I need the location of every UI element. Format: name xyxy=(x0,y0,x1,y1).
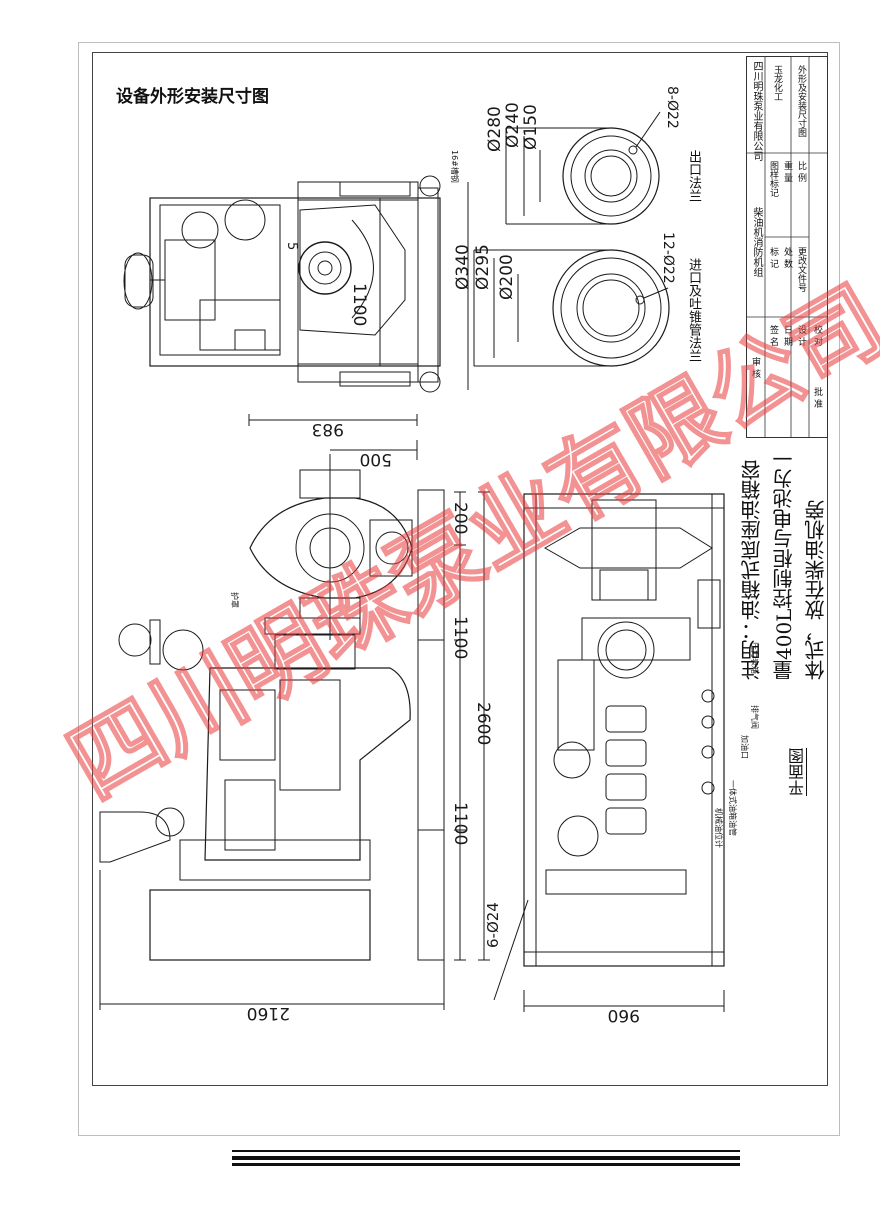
callout-level-gauge: 机械油位计 xyxy=(714,808,724,848)
drawing-title: 设备外形安装尺寸图 xyxy=(116,87,269,107)
plan-view xyxy=(493,493,725,1012)
outlet-d1: Ø280 xyxy=(485,106,505,152)
inlet-bolts: 12-Ø22 xyxy=(660,232,676,284)
drawing-border xyxy=(92,52,828,1086)
outlet-flange-label: 出口法兰 xyxy=(686,150,701,202)
tb-client: 玉龙化工 xyxy=(772,65,782,101)
callout-pressure-box: 压力表箱 xyxy=(750,642,760,674)
inlet-flange xyxy=(473,249,670,367)
front-dim-500: 500 xyxy=(360,449,392,469)
outlet-bolts: 8-Ø22 xyxy=(664,86,680,129)
inlet-d3: Ø200 xyxy=(497,254,517,300)
front-dim-200: 200 xyxy=(450,502,470,534)
top-dim-5: 5 xyxy=(284,242,299,250)
tb-company: 四川明珠泵业有限公司 xyxy=(751,61,762,161)
tb-fields-g: 签 名 xyxy=(768,325,778,346)
tb-fields-a: 图样标记 xyxy=(768,161,778,197)
front-view xyxy=(99,414,490,1010)
tb-fields-j: 校 对 xyxy=(812,325,822,346)
outer-frame xyxy=(78,42,840,1136)
plan-view-label: 平面图 xyxy=(788,748,807,796)
outlet-d3: Ø150 xyxy=(521,104,541,150)
top-dim-1100: 1100 xyxy=(349,283,369,326)
tb-fields-b: 重 量 xyxy=(782,161,792,182)
front-dim-2160: 2160 xyxy=(247,1003,290,1023)
outlet-flange xyxy=(505,111,661,225)
plan-holes: 6-Ø24 xyxy=(484,902,502,948)
outlet-d2: Ø240 xyxy=(503,102,523,148)
callout-tank-pipe: 一体式油箱油管 xyxy=(728,780,738,836)
front-dim-2600: 2600 xyxy=(473,702,493,745)
tb-fields-f: 更改文件号 xyxy=(796,247,806,292)
bottom-rule-1 xyxy=(232,1150,740,1152)
inlet-d2: Ø295 xyxy=(473,244,493,290)
inlet-d1: Ø340 xyxy=(453,244,473,290)
front-dim-1100b: 1100 xyxy=(450,802,470,845)
bottom-rule-2 xyxy=(232,1156,740,1160)
tb-equipment: 柴油机消防机组 xyxy=(751,207,762,277)
top-channel-label: 16#槽钢 xyxy=(450,150,460,183)
tb-fields-i: 设 计 xyxy=(796,325,806,346)
front-dim-983: 983 xyxy=(312,419,344,439)
title-block: 四川明珠泵业有限公司 玉龙化工 外形及安装尺寸图 图样标记 重 量 比 例 柴油… xyxy=(746,56,828,438)
callout-vent-valve: 排气阀 xyxy=(750,705,760,729)
tb-fields-h: 日 期 xyxy=(782,325,792,346)
guard-label: 护罩 xyxy=(230,592,240,608)
tb-fields-d: 标 记 xyxy=(768,247,778,268)
plan-dim-960: 960 xyxy=(608,1005,640,1025)
tb-fields-c: 比 例 xyxy=(796,161,806,182)
title-block-grid xyxy=(747,57,827,437)
top-view xyxy=(123,175,469,393)
tb-fields-l: 批 准 xyxy=(812,387,822,408)
tb-drawing-name: 外形及安装尺寸图 xyxy=(796,65,806,137)
inlet-flange-label: 进口及吐锥管法兰 xyxy=(686,258,701,362)
callout-fill-port: 加油口 xyxy=(740,735,750,759)
bottom-rule-3 xyxy=(232,1163,740,1166)
tb-fields-e: 处 数 xyxy=(782,247,792,268)
front-dim-1100a: 1100 xyxy=(450,616,470,659)
tb-fields-k: 审 核 xyxy=(750,357,760,378)
